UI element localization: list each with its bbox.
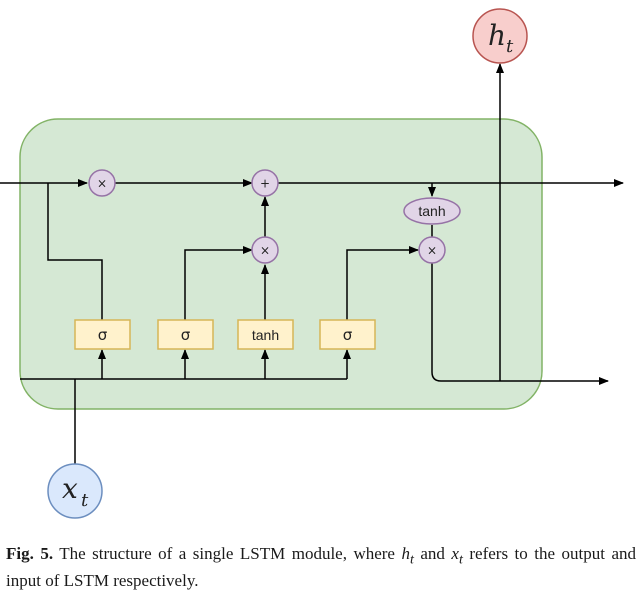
- connections: [0, 63, 624, 465]
- caption-h-sub: t: [409, 551, 414, 568]
- input-node-xt: x t: [47, 463, 103, 519]
- op-tanh-cell: tanh: [403, 197, 461, 225]
- output-node-ht: h t: [472, 8, 528, 64]
- caption-x-sub: t: [458, 551, 463, 568]
- svg-text:×: ×: [97, 177, 107, 191]
- input-gate-line: [184, 246, 253, 320]
- svg-text:×: ×: [260, 244, 270, 258]
- svg-text:t: t: [81, 490, 89, 511]
- forget-gate-line: [47, 183, 103, 320]
- hidden-state-line: [431, 263, 609, 385]
- op-multiply-input: ×: [251, 236, 279, 264]
- caption-text-1: The structure of a single LSTM module, w…: [53, 544, 402, 563]
- op-add: +: [251, 169, 279, 197]
- svg-text:×: ×: [427, 244, 437, 258]
- svg-text:σ: σ: [98, 326, 108, 344]
- gate-forget: σ: [74, 319, 131, 350]
- caption-h: h: [401, 544, 410, 563]
- svg-text:σ: σ: [343, 326, 353, 344]
- svg-text:tanh: tanh: [418, 203, 445, 219]
- svg-text:t: t: [506, 36, 514, 57]
- caption-and: and: [413, 544, 452, 563]
- gate-input: σ: [157, 319, 214, 350]
- op-multiply-output: ×: [418, 236, 446, 264]
- caption-x: x: [451, 544, 459, 563]
- svg-text:+: +: [260, 177, 270, 191]
- gate-candidate: tanh: [237, 319, 294, 350]
- figure-caption: Fig. 5. The structure of a single LSTM m…: [6, 543, 636, 592]
- caption-text-2: refers to the output and input of LSTM r…: [6, 544, 636, 591]
- svg-text:h: h: [488, 19, 506, 52]
- output-gate-line: [346, 246, 419, 320]
- svg-text:tanh: tanh: [252, 327, 279, 343]
- caption-label: Fig. 5.: [6, 544, 54, 563]
- gate-output: σ: [319, 319, 376, 350]
- lstm-diagram: × + × × tanh σ σ tanh σ h t x: [0, 8, 624, 519]
- op-multiply-forget: ×: [88, 169, 116, 197]
- lstm-module-box: [19, 118, 543, 410]
- svg-text:σ: σ: [181, 326, 191, 344]
- svg-text:x: x: [62, 472, 78, 505]
